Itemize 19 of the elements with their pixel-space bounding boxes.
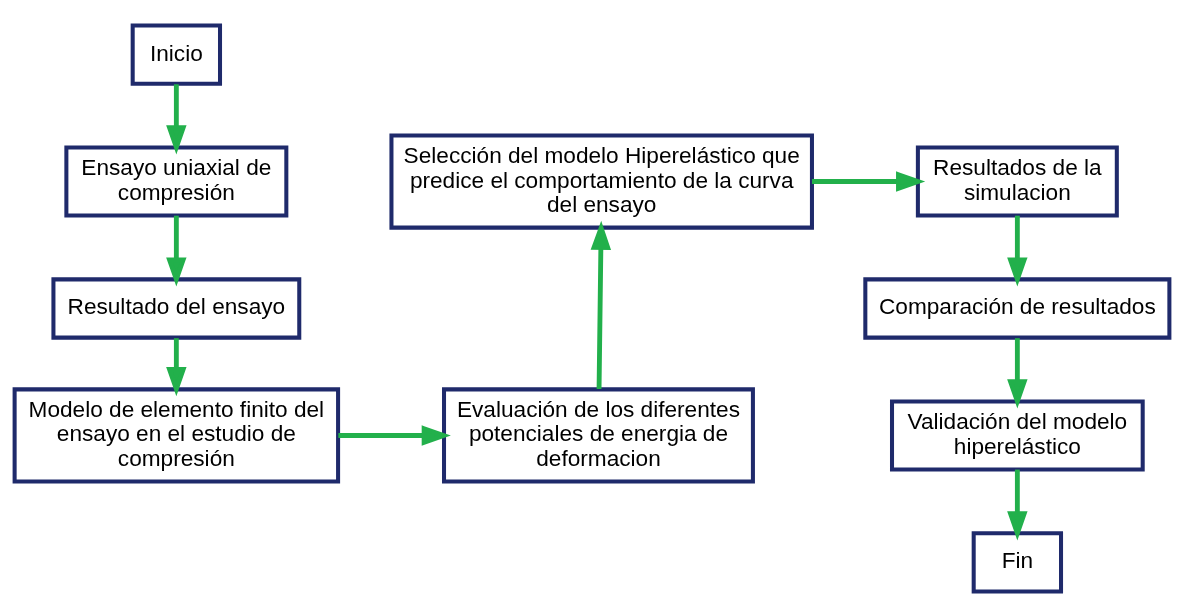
node-box: Resultado del ensayo xyxy=(51,276,302,340)
node-box: Inicio xyxy=(130,22,223,86)
node-box: Resultados de la simulacion xyxy=(915,145,1119,217)
node-box: Comparación de resultados xyxy=(863,276,1172,340)
node-box: Fin xyxy=(971,530,1064,594)
arrow xyxy=(1007,215,1028,287)
arrow xyxy=(1007,337,1028,408)
arrow xyxy=(1007,469,1028,540)
arrow xyxy=(166,83,187,154)
arrow xyxy=(166,215,187,287)
node-box: Selección del modelo Hiperelástico que predice el comportamiento de la curva del ensayo xyxy=(389,132,814,230)
arrow xyxy=(590,220,612,389)
arrow xyxy=(166,337,187,396)
node-box: Ensayo uniaxial de compresión xyxy=(64,145,289,217)
node-box: Validación del modelo hiperelástico xyxy=(890,399,1145,471)
node-box: Modelo de elemento finito del ensayo en el estudio de compresión xyxy=(12,386,341,484)
node-box: Evaluación de los diferentes potenciales de energia de deformacion xyxy=(442,386,755,484)
arrow xyxy=(811,170,926,192)
arrow xyxy=(338,424,451,446)
